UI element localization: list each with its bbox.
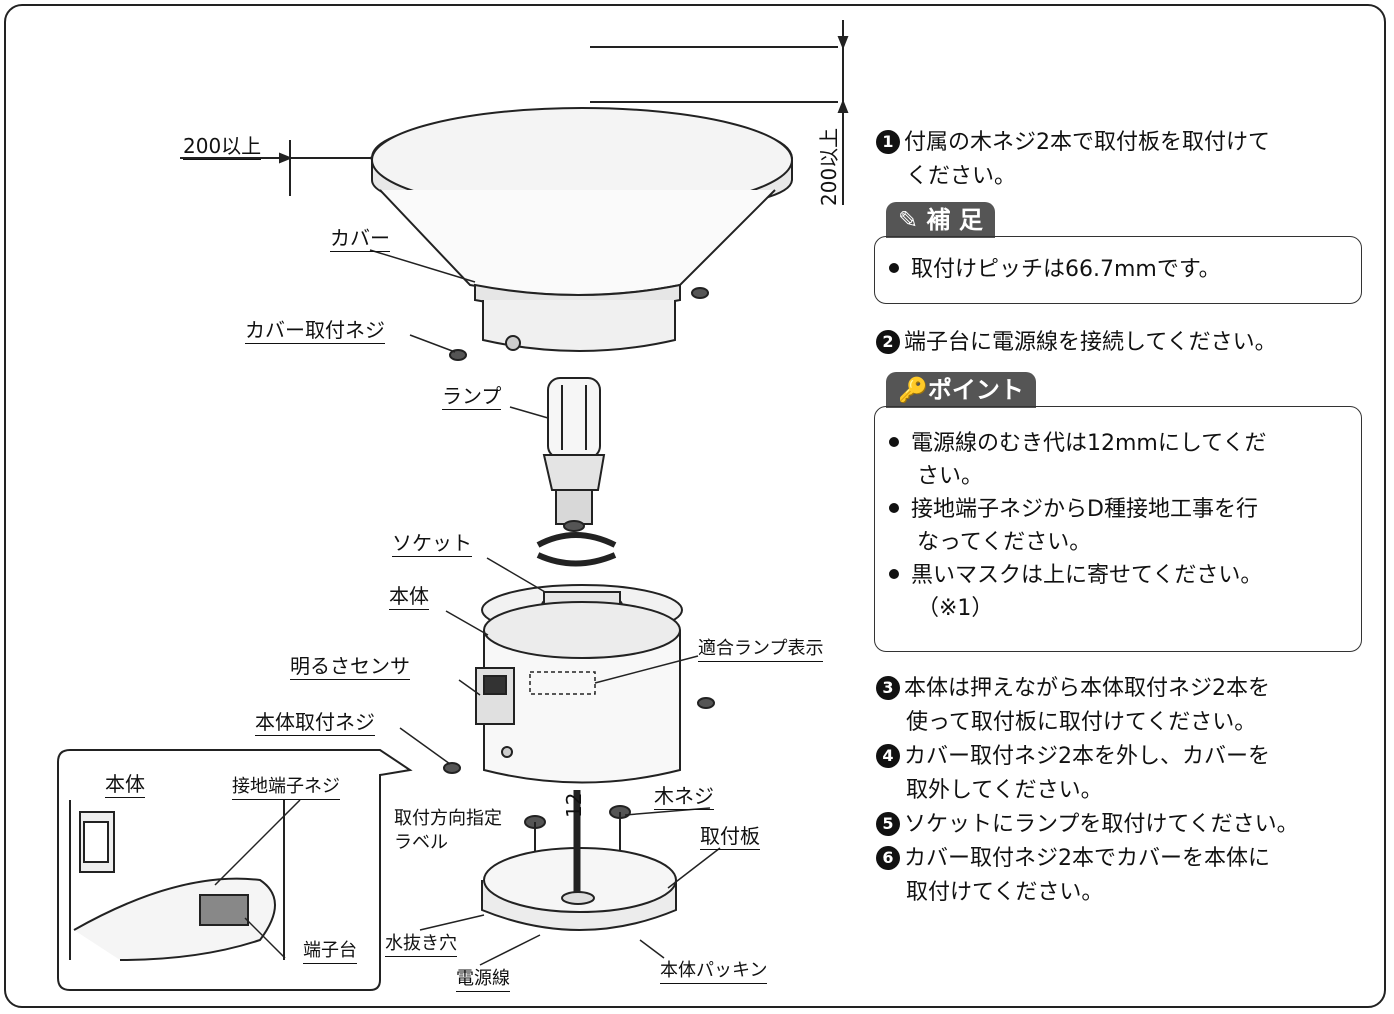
- socket-label: ソケット: [392, 531, 472, 557]
- point-title: ポイント: [927, 376, 1024, 404]
- lamp-display-label: 適合ランプ表示: [698, 640, 824, 662]
- cover-screw-label: カバー取付ネジ: [245, 318, 385, 344]
- cover-label: カバー: [330, 226, 390, 252]
- step-text: ソケットにランプを取付けてください。: [904, 812, 1299, 837]
- step-text: 端子台に電源線を接続してください。: [904, 330, 1277, 355]
- supplement-item: 取付けピッチは66.7mmです。: [885, 255, 1351, 285]
- point-item-1: 電源線のむき代は12mmにしてください。: [885, 427, 1351, 493]
- step-text: カバー取付ネジ2本でカバーを本体に: [904, 846, 1270, 871]
- point-item-2: 接地端子ネジからD種接地工事を行なってください。: [885, 493, 1351, 559]
- mounting-plate-label: 取付板: [700, 824, 760, 850]
- body-label: 本体: [389, 584, 429, 610]
- lamp-label: ランプ: [442, 384, 502, 410]
- supplement-tag: ✎ 補 足: [886, 202, 995, 238]
- step-text: 本体は押えながら本体取付ネジ2本を: [904, 676, 1270, 701]
- step-number: 4: [876, 744, 900, 768]
- body-screw-label: 本体取付ネジ: [255, 710, 375, 736]
- body-shape: [475, 584, 683, 784]
- lamp-shape: [542, 377, 606, 532]
- key-icon: 🔑: [898, 376, 928, 404]
- inset-body-label: 本体: [105, 772, 145, 798]
- point-item-3: 黒いマスクは上に寄せてください。（※1）: [885, 559, 1351, 625]
- step-text-cont: 取付けてください。: [906, 880, 1104, 905]
- step-text-cont: 使って取付板に取付けてください。: [906, 710, 1257, 735]
- direction-label-line2: ラベル: [394, 832, 448, 853]
- step-text: 付属の木ネジ2本で取付板を取付けて: [904, 130, 1270, 155]
- step-text-cont: 取外してください。: [906, 778, 1103, 803]
- step-number: 2: [876, 330, 900, 354]
- brightness-sensor-label: 明るさセンサ: [290, 654, 410, 680]
- power-cable-label: 電源線: [456, 970, 510, 992]
- step-number: 6: [876, 846, 900, 870]
- strip-length-label: 12: [562, 792, 586, 818]
- page-frame: [4, 4, 1386, 1008]
- wood-screw-label: 木ネジ: [654, 784, 714, 810]
- pencil-icon: ✎: [898, 206, 919, 234]
- drain-hole-label: 水抜き穴: [385, 935, 457, 957]
- supplement-title: 補 足: [926, 206, 983, 234]
- ground-screw-label: 接地端子ネジ: [232, 778, 340, 800]
- point-tag: 🔑ポイント: [886, 372, 1036, 408]
- step-number: 3: [876, 676, 900, 700]
- supplement-box: 取付けピッチは66.7mmです。: [874, 236, 1362, 304]
- point-box: 電源線のむき代は12mmにしてください。 接地端子ネジからD種接地工事を行なって…: [874, 406, 1362, 652]
- terminal-block-label: 端子台: [303, 942, 357, 964]
- cover-shape: [371, 107, 793, 352]
- body-packing-label: 本体パッキン: [660, 962, 768, 984]
- step-number: 5: [876, 812, 900, 836]
- step-number: 1: [876, 130, 900, 154]
- direction-label-line1: 取付方向指定: [394, 808, 502, 829]
- mounting-plate-shape: [481, 790, 677, 931]
- step-text: カバー取付ネジ2本を外し、カバーを: [904, 744, 1270, 769]
- clearance-side-label: 200以上: [183, 134, 262, 160]
- step-text-cont: ください。: [906, 164, 1017, 189]
- clearance-top-label: 200以上: [817, 127, 841, 206]
